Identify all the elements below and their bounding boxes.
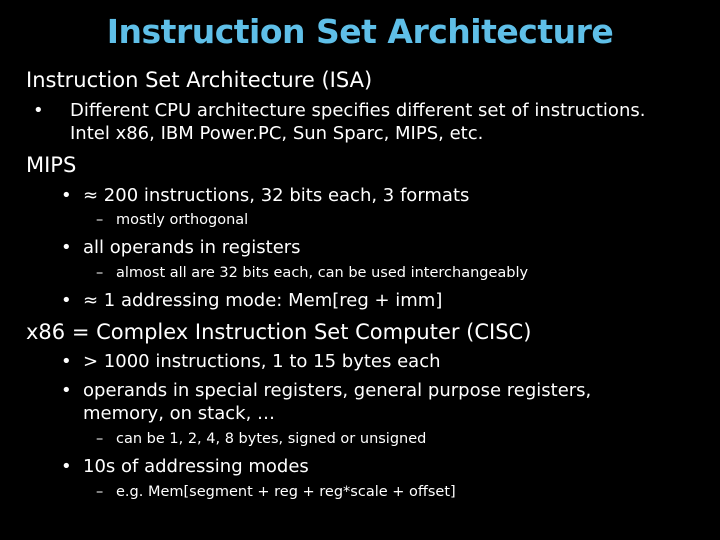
bullet-icon: • xyxy=(61,351,72,372)
dash-icon: – xyxy=(96,265,104,281)
x86-bullet-2-line1: operands in special registers, general p… xyxy=(83,380,592,401)
dash-icon: – xyxy=(96,431,104,447)
mips-sub-2: –almost all are 32 bits each, can be use… xyxy=(96,265,528,281)
bullet-icon: • xyxy=(61,185,72,206)
x86-bullet-2-line2: memory, on stack, … xyxy=(83,403,276,424)
x86-bullet-3-text: 10s of addressing modes xyxy=(83,456,309,477)
mips-bullet-1: • ≈ 200 instructions, 32 bits each, 3 for… xyxy=(61,185,469,206)
x86-bullet-1: • > 1000 instructions, 1 to 15 bytes each xyxy=(61,351,441,372)
mips-sub-2-text: almost all are 32 bits each, can be used… xyxy=(116,265,529,281)
isa-item: • Different CPU architecture specifies di… xyxy=(33,100,645,121)
mips-sub-1: –mostly orthogonal xyxy=(96,212,248,228)
mips-bullet-2: • all operands in registers xyxy=(61,237,301,258)
bullet-icon: • xyxy=(61,290,72,311)
isa-heading: Instruction Set Architecture (ISA) xyxy=(26,68,373,92)
dash-icon: – xyxy=(96,212,104,228)
mips-heading: MIPS xyxy=(26,153,77,177)
bullet-icon: • xyxy=(61,456,72,477)
isa-item-line1: Different CPU architecture specifies dif… xyxy=(70,100,646,121)
x86-sub-3: –e.g. Mem[segment + reg + reg*scale + of… xyxy=(96,484,456,500)
bullet-icon: • xyxy=(33,100,44,121)
bullet-icon: • xyxy=(61,380,72,401)
x86-heading: x86 = Complex Instruction Set Computer (… xyxy=(26,320,532,344)
mips-sub-1-text: mostly orthogonal xyxy=(116,212,249,228)
x86-sub-2-text: can be 1, 2, 4, 8 bytes, signed or unsig… xyxy=(116,431,427,447)
mips-bullet-2-text: all operands in registers xyxy=(83,237,301,258)
x86-sub-3-text: e.g. Mem[segment + reg + reg*scale + off… xyxy=(116,484,456,500)
x86-bullet-1-text: > 1000 instructions, 1 to 15 bytes each xyxy=(83,351,441,372)
dash-icon: – xyxy=(96,484,104,500)
x86-sub-2: –can be 1, 2, 4, 8 bytes, signed or unsi… xyxy=(96,431,426,447)
x86-bullet-2: • operands in special registers, general … xyxy=(61,380,591,401)
isa-item-line2: Intel x86, IBM Power.PC, Sun Sparc, MIPS… xyxy=(70,123,484,144)
mips-bullet-3: • ≈ 1 addressing mode: Mem[reg + imm] xyxy=(61,290,442,311)
mips-bullet-1-text: ≈ 200 instructions, 32 bits each, 3 form… xyxy=(83,185,470,206)
x86-bullet-3: • 10s of addressing modes xyxy=(61,456,309,477)
mips-bullet-3-text: ≈ 1 addressing mode: Mem[reg + imm] xyxy=(83,290,443,311)
slide-title: Instruction Set Architecture xyxy=(106,12,614,51)
bullet-icon: • xyxy=(61,237,72,258)
